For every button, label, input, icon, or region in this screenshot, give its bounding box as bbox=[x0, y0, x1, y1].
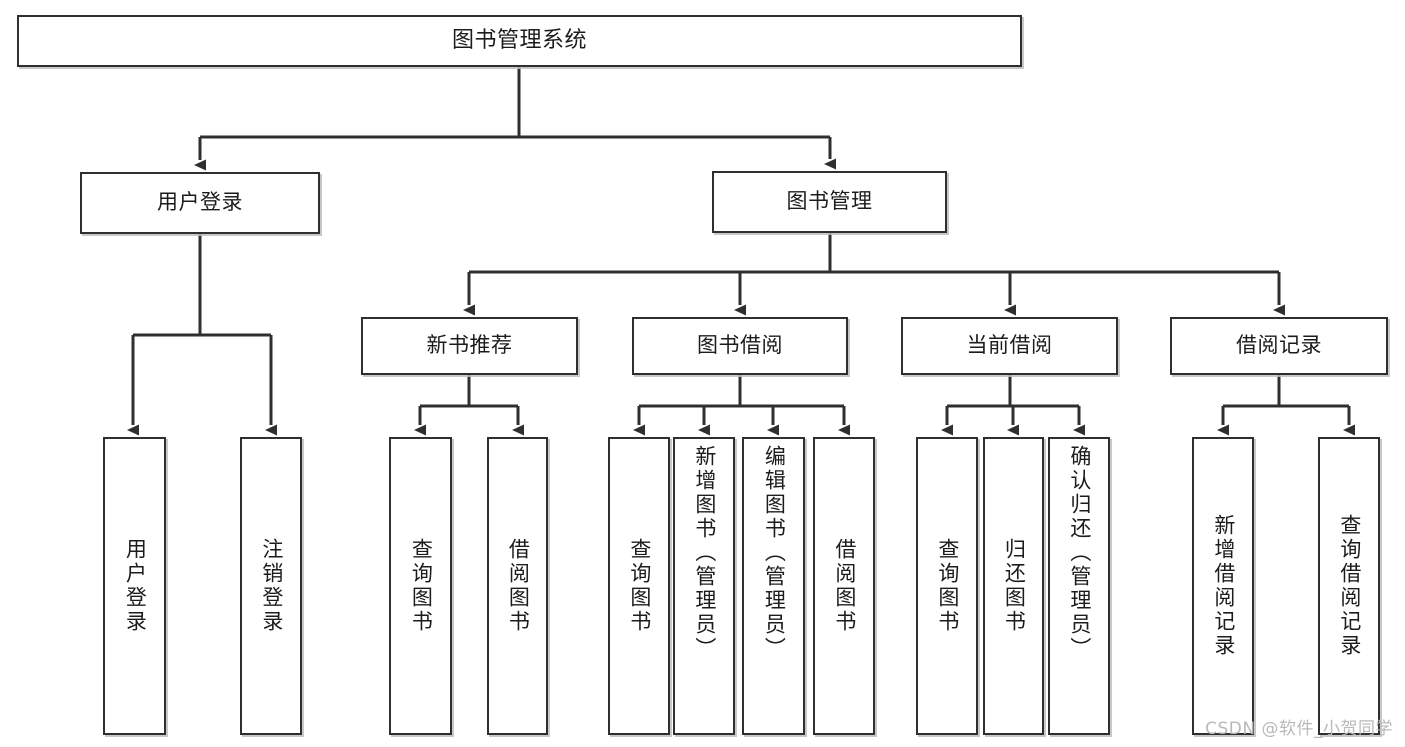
node-root-system[interactable]: 图书管理系统 bbox=[17, 15, 1022, 67]
node-leaf-query-book-1[interactable]: 查询图书 bbox=[389, 437, 452, 735]
node-leaf-borrow-book-1[interactable]: 借阅图书 bbox=[487, 437, 548, 735]
node-leaf-query-record[interactable]: 查询借阅记录 bbox=[1318, 437, 1380, 735]
node-book-borrow[interactable]: 图书借阅 bbox=[632, 317, 848, 375]
node-leaf-logout[interactable]: 注销登录 bbox=[240, 437, 302, 735]
node-leaf-user-login[interactable]: 用户登录 bbox=[103, 437, 166, 735]
node-user-login[interactable]: 用户登录 bbox=[80, 172, 320, 234]
node-borrow-record[interactable]: 借阅记录 bbox=[1170, 317, 1388, 375]
node-current-borrow[interactable]: 当前借阅 bbox=[901, 317, 1118, 375]
node-leaf-edit-book[interactable]: 编辑图书（管理员） bbox=[742, 437, 805, 735]
node-leaf-return-book[interactable]: 归还图书 bbox=[983, 437, 1044, 735]
node-leaf-confirm-return[interactable]: 确认归还（管理员） bbox=[1048, 437, 1110, 735]
node-leaf-borrow-book-2[interactable]: 借阅图书 bbox=[813, 437, 875, 735]
node-new-book-recommend[interactable]: 新书推荐 bbox=[361, 317, 578, 375]
node-leaf-add-book[interactable]: 新增图书（管理员） bbox=[673, 437, 735, 735]
node-leaf-query-book-2[interactable]: 查询图书 bbox=[608, 437, 670, 735]
watermark-text: CSDN @软件_小贺同学 bbox=[1205, 719, 1393, 739]
node-book-manage[interactable]: 图书管理 bbox=[712, 171, 947, 233]
node-leaf-add-record[interactable]: 新增借阅记录 bbox=[1192, 437, 1254, 735]
node-leaf-query-book-3[interactable]: 查询图书 bbox=[916, 437, 978, 735]
